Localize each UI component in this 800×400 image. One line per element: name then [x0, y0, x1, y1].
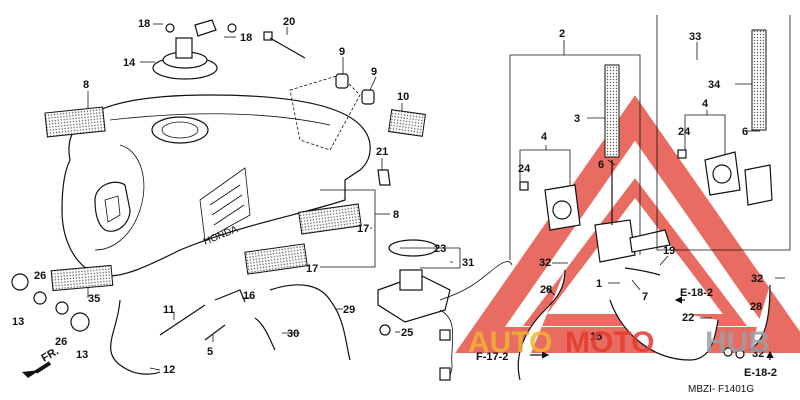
callout-15: 15: [590, 331, 602, 343]
callout-30: 30: [287, 328, 299, 340]
callout-24b: 24: [678, 126, 691, 138]
callout-10: 10: [397, 91, 409, 103]
callout-26b: 26: [55, 336, 67, 348]
watermark-auto: AUTO: [468, 326, 552, 359]
leader-lines: [87, 23, 785, 371]
callout-32a: 32: [539, 257, 551, 269]
callout-18b: 18: [240, 32, 252, 44]
callout-20: 20: [283, 16, 295, 28]
pad-17a: [298, 203, 362, 235]
fuel-pump-assembly: [377, 261, 513, 381]
callout-33: 33: [689, 31, 701, 43]
callout-14: 14: [123, 57, 136, 69]
callout-34: 34: [708, 79, 721, 91]
fr-arrow-icon: [22, 370, 40, 378]
callout-4a: 4: [541, 131, 548, 143]
callout-32c: 32: [752, 348, 764, 360]
callout-24a: 24: [518, 163, 531, 175]
valve-assembly-33: [656, 15, 791, 251]
strainer-3: [604, 64, 620, 158]
callout-28a: 28: [540, 284, 552, 296]
callout-4b: 4: [702, 98, 709, 110]
diagram-code: MBZI- F1401G: [688, 384, 754, 395]
callout-8b: 8: [393, 209, 399, 221]
callout-35: 35: [88, 293, 100, 305]
callout-19: 19: [663, 245, 675, 257]
strainer-34: [751, 29, 767, 131]
callout-28b: 28: [750, 301, 762, 313]
fuel-tank: HONDA: [61, 74, 371, 277]
callout-21: 21: [376, 146, 388, 158]
callout-2: 2: [559, 28, 565, 40]
callout-5: 5: [207, 346, 213, 358]
callout-8a: 8: [83, 79, 89, 91]
callout-13a: 13: [12, 316, 24, 328]
pad-35: [50, 264, 114, 292]
pad-17b: [244, 243, 308, 275]
callout-6a: 6: [598, 159, 604, 171]
callout-1: 1: [596, 278, 602, 290]
callout-29: 29: [343, 304, 355, 316]
callout-9b: 9: [371, 66, 377, 78]
watermark-hub: HUB: [705, 326, 770, 359]
callout-22: 22: [682, 312, 694, 324]
fuel-valve-group: [509, 54, 671, 276]
callout-7: 7: [642, 291, 648, 303]
front-label: FR.: [40, 345, 61, 364]
callout-16: 16: [243, 290, 255, 302]
callout-17a: 17: [357, 223, 369, 235]
ref-f17-2: F-17-2: [476, 351, 508, 363]
callout-9a: 9: [339, 46, 345, 58]
callout-3: 3: [574, 113, 580, 125]
callout-18a: 18: [138, 18, 150, 30]
callout-12: 12: [163, 364, 175, 376]
callout-26a: 26: [34, 270, 46, 282]
callout-31: 31: [462, 257, 474, 269]
callout-13b: 13: [76, 349, 88, 361]
small-parts: [11, 31, 391, 336]
fuel-cap-assembly: [152, 19, 237, 80]
callout-32b: 32: [751, 273, 763, 285]
hoses-right: [517, 269, 771, 381]
callout-17b: 17: [306, 263, 318, 275]
watermark-moto: MOTO: [565, 326, 654, 359]
ref-e18-2-a: E-18-2: [680, 287, 713, 299]
callout-25: 25: [401, 327, 413, 339]
callouts: 18 18 14 20 8 9 9 10 21 8 17 17 26 35 13…: [12, 16, 764, 376]
callout-6b: 6: [742, 126, 748, 138]
ref-e18-2-b: E-18-2: [744, 367, 777, 379]
hoses-left: [110, 284, 351, 375]
watermark-text: AUTO MOTO HUB: [468, 326, 770, 359]
callout-23: 23: [434, 243, 446, 255]
pad-10: [388, 109, 426, 137]
callout-11: 11: [163, 304, 175, 316]
pad-8-top: [44, 106, 106, 138]
